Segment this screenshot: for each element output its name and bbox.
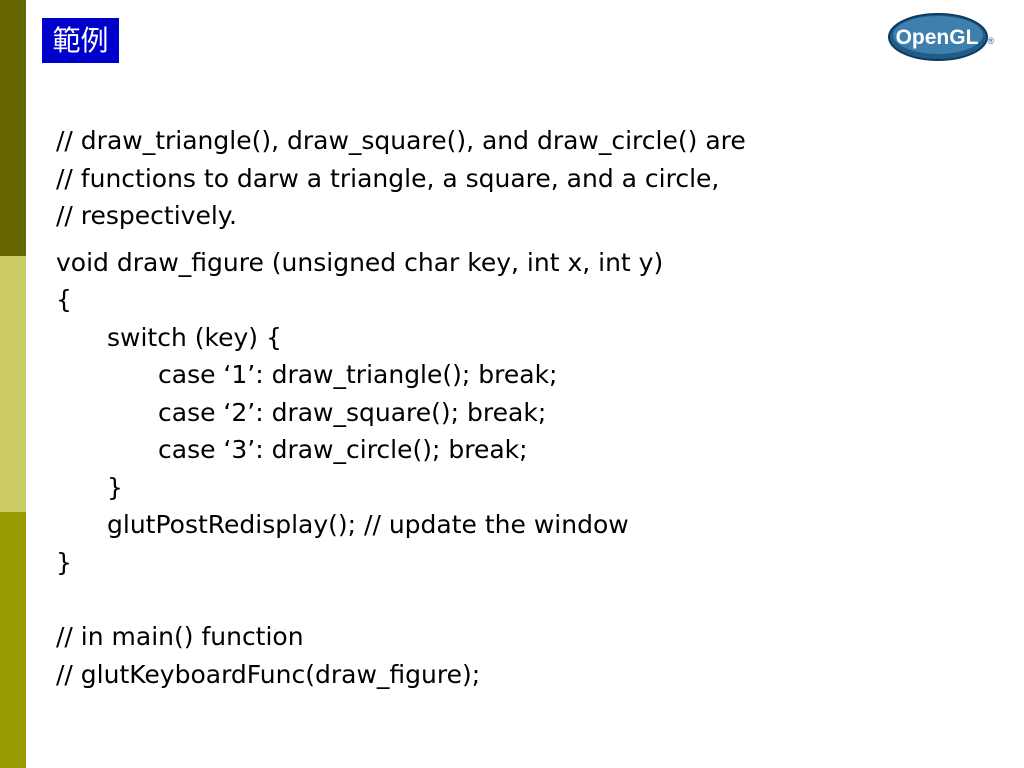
code-line-case-1: case ‘1’: draw_triangle(); break; xyxy=(158,360,558,389)
code-example: // draw_triangle(), draw_square(), and d… xyxy=(56,122,996,693)
slide-title: 範例 xyxy=(42,18,119,63)
code-line-redisplay: glutPostRedisplay(); // update the windo… xyxy=(107,510,629,539)
code-line-close-brace: } xyxy=(56,547,72,577)
code-line-case-2: case ‘2’: draw_square(); break; xyxy=(158,397,547,427)
opengl-logo-icon: OpenGL ® xyxy=(888,13,995,61)
code-line-signature: void draw_figure (unsigned char key, int… xyxy=(56,247,664,277)
code-line-open-brace: { xyxy=(56,285,72,314)
registered-mark: ® xyxy=(988,36,995,46)
code-comment-line: // in main() function xyxy=(56,622,304,651)
code-comment-line: // functions to darw a triangle, a squar… xyxy=(56,163,720,193)
code-comment-line: // respectively. xyxy=(56,201,237,230)
left-accent-bar xyxy=(0,0,26,768)
accent-bar-bottom xyxy=(0,512,26,768)
code-comment-line: // draw_triangle(), draw_square(), and d… xyxy=(56,126,746,155)
code-line-switch-close: } xyxy=(107,472,123,502)
code-line-switch: switch (key) { xyxy=(107,322,282,352)
code-comment-line: // glutKeyboardFunc(draw_figure); xyxy=(56,659,481,689)
accent-bar-middle xyxy=(0,256,26,512)
code-line-case-3: case ‘3’: draw_circle(); break; xyxy=(158,435,528,464)
logo-text: OpenGL xyxy=(896,26,979,49)
accent-bar-top xyxy=(0,0,26,256)
